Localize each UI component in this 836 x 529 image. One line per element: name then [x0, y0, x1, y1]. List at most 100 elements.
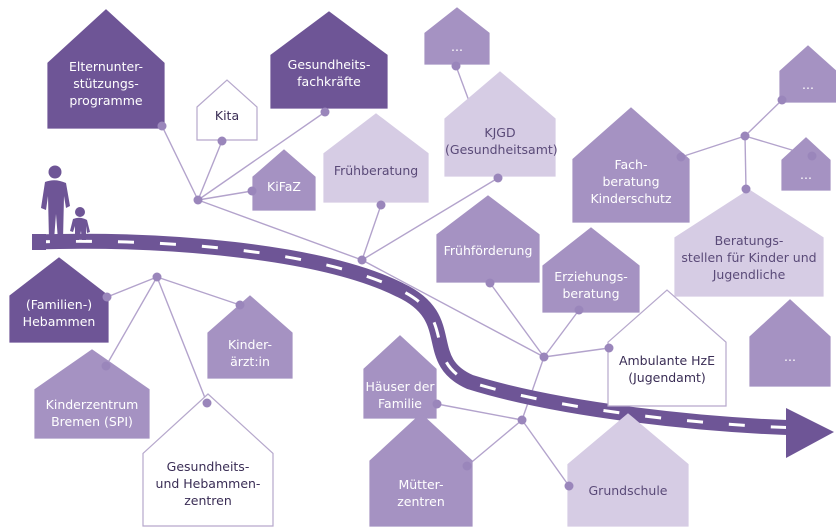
connector-line	[680, 135, 746, 158]
house-shape	[142, 393, 274, 527]
house-shape	[674, 189, 824, 297]
house-shape	[607, 289, 727, 407]
silhouette-part	[41, 180, 70, 240]
house-label: Fach- beratung Kinderschutz	[590, 157, 672, 206]
house-shape	[749, 299, 831, 387]
house-shape	[9, 257, 109, 343]
house-kinderzentrum: Kinderzentrum Bremen (SPI)	[34, 349, 150, 439]
house-erziehungsberatung: Erziehungs- beratung	[542, 227, 640, 313]
house-ambulante-hze: Ambulante HzE (Jugendamt)	[607, 289, 727, 407]
house-kinderaerzt: Kinder- ärzt:in	[207, 295, 293, 379]
house-shape	[323, 113, 429, 203]
junction-node	[462, 461, 472, 471]
house-shape	[572, 107, 690, 223]
junction-node	[741, 184, 751, 194]
house-shape	[781, 137, 831, 191]
house-shape	[270, 11, 388, 109]
house-label: Grundschule	[588, 483, 668, 498]
house-label: Kita	[214, 108, 240, 123]
house-shape	[196, 79, 258, 141]
connector-line	[197, 199, 363, 261]
house-label: ...	[451, 39, 463, 54]
connector-line	[489, 282, 545, 358]
house-label: ...	[802, 77, 814, 92]
house-label: Kinderzentrum Bremen (SPI)	[45, 397, 139, 429]
house-label: Gesundheits- und Hebammen- zentren	[155, 459, 261, 508]
house-label: KJGD (Gesundheitsamt)	[445, 125, 558, 157]
connector-line	[156, 276, 208, 404]
house-ellipsis-right2: ...	[781, 137, 831, 191]
junction-node	[101, 361, 111, 371]
junction-node	[157, 121, 167, 131]
house-kifaz: KiFaZ	[252, 149, 316, 211]
house-ellipsis-top: ...	[424, 7, 490, 65]
house-shape	[542, 227, 640, 313]
connector-line	[744, 135, 747, 190]
connector-line	[105, 276, 158, 367]
house-label: Elternunter- stützungs- programme	[68, 59, 144, 108]
house-shape	[444, 71, 556, 177]
connector-line	[156, 276, 241, 306]
house-shape	[34, 349, 150, 439]
house-label: ...	[784, 349, 796, 364]
junction-node	[202, 398, 212, 408]
junction-node	[152, 272, 162, 282]
house-elternunterstuetzung: Elternunter- stützungs- programme	[47, 9, 165, 129]
road-center-dashes	[33, 239, 801, 430]
junction-node	[320, 107, 330, 117]
connector-line	[436, 403, 523, 421]
house-shape	[47, 9, 165, 129]
house-shape	[436, 195, 540, 283]
junction-node	[676, 152, 686, 162]
connector-line	[361, 259, 545, 358]
junction-node	[564, 481, 574, 491]
house-shape	[363, 335, 437, 419]
house-shape	[567, 413, 689, 527]
connector-line	[466, 419, 523, 467]
house-label: KiFaZ	[267, 179, 301, 194]
house-fachberatung: Fach- beratung Kinderschutz	[572, 107, 690, 223]
connector-line	[543, 347, 610, 358]
house-label: Beratungs- stellen für Kinder und Jugend…	[681, 233, 817, 282]
house-label: Gesundheits- fachkräfte	[287, 57, 371, 89]
connector-line	[197, 190, 253, 201]
junction-node	[102, 292, 112, 302]
connector-line	[197, 140, 223, 201]
house-label: (Familien-) Hebammen	[22, 297, 96, 329]
connector-line	[361, 177, 499, 261]
junction-node	[217, 136, 227, 146]
house-grundschule: Grundschule	[567, 413, 689, 527]
junction-node	[604, 343, 614, 353]
house-label: Kinder- ärzt:in	[227, 337, 273, 369]
junction-node	[432, 399, 442, 409]
junction-node	[451, 61, 461, 71]
junction-node	[740, 131, 750, 141]
silhouette-part	[75, 207, 85, 217]
connector-line	[361, 204, 382, 261]
connector-line	[106, 276, 158, 298]
house-beratungsstellen: Beratungs- stellen für Kinder und Jugend…	[674, 189, 824, 297]
silhouette-part	[70, 217, 90, 240]
connector-line	[744, 99, 783, 137]
house-kjgd: KJGD (Gesundheitsamt)	[444, 71, 558, 177]
house-label: Frühberatung	[333, 163, 419, 178]
house-gesundheitszentren: Gesundheits- und Hebammen- zentren	[142, 393, 274, 527]
junction-node	[247, 186, 257, 196]
connector-line	[455, 65, 470, 102]
house-fruehfoerderung: Frühförderung	[436, 195, 540, 283]
junction-node	[539, 352, 549, 362]
house-kita: Kita	[196, 79, 258, 141]
road-arrowhead-icon	[786, 408, 834, 458]
junction-node	[357, 255, 367, 265]
house-label: Mütter- zentren	[397, 477, 445, 509]
house-label: Häuser der Familie	[365, 379, 435, 411]
connector-line	[197, 111, 326, 201]
road-start	[32, 234, 46, 250]
junction-node	[193, 195, 203, 205]
silhouette-part	[48, 165, 62, 179]
house-fruehberatung: Frühberatung	[323, 113, 429, 203]
connector-line	[521, 356, 545, 421]
